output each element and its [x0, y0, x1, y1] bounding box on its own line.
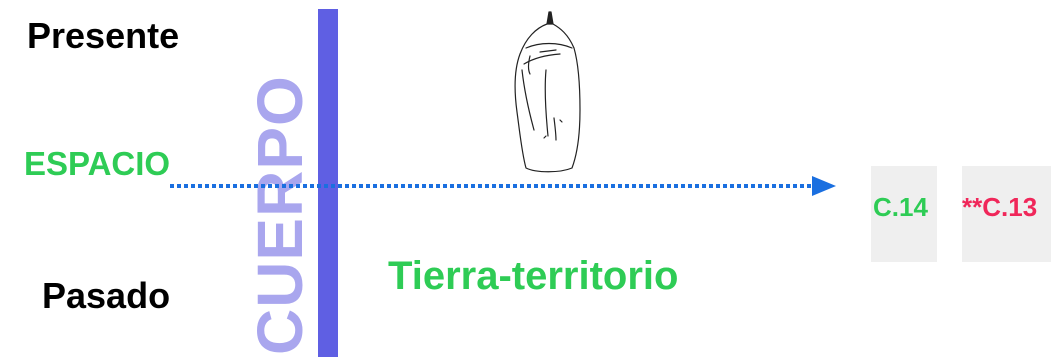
- card-c13-label: **C.13: [962, 194, 1037, 220]
- card-c14-label: C.14: [873, 194, 928, 220]
- space-arrow-head: [812, 176, 836, 196]
- card-c14: C.14: [871, 166, 937, 262]
- card-c13: **C.13: [962, 166, 1051, 262]
- label-espacio: ESPACIO: [24, 147, 170, 180]
- chrysalis-icon: [500, 8, 600, 178]
- label-tierra-territorio: Tierra-territorio: [388, 256, 678, 296]
